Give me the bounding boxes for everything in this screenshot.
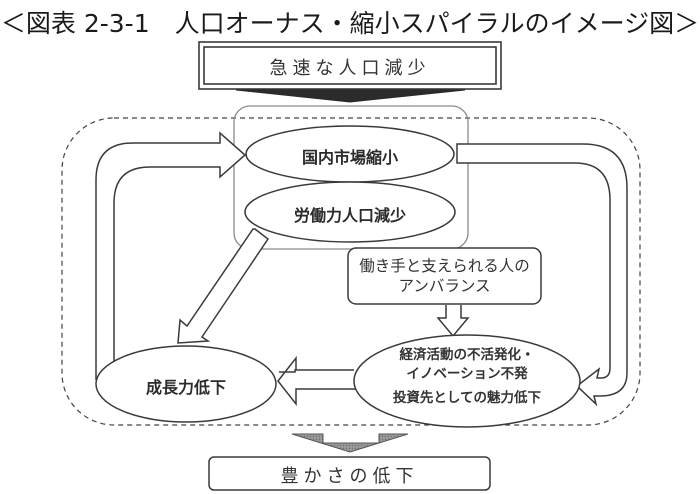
domestic-market-label: 国内市場縮小	[301, 148, 398, 167]
down-arrow-bottom	[291, 433, 409, 453]
economic-label-line3: 投資先としての魅力低下	[392, 390, 542, 406]
spiral-boundary	[61, 117, 641, 426]
rapid-decline-box	[198, 41, 502, 90]
imbalance-box	[347, 247, 542, 305]
down-arrow-top	[235, 89, 466, 103]
rapid-decline-label: 急速な人口減少	[269, 58, 431, 79]
economic-label-line2: イノベーション不発	[406, 366, 528, 382]
economic-stagnation-node	[353, 334, 581, 428]
loop-arrow-right	[456, 143, 628, 407]
diagonal-arrow	[177, 228, 270, 344]
growth-decline-node	[95, 345, 277, 423]
figure-title: ＜図表 2-3-1 人口オーナス・縮小スパイラルのイメージ図＞	[0, 9, 700, 38]
left-arrow	[277, 355, 356, 407]
growth-decline-label: 成長力低下	[145, 378, 226, 397]
imbalance-label-line2: アンバランス	[398, 277, 491, 295]
affluence-decline-box	[208, 456, 491, 491]
labor-force-node	[244, 181, 456, 243]
imbalance-down-arrow	[436, 305, 470, 338]
imbalance-label-line1: 働き手と支えられる人の	[359, 257, 530, 275]
labor-force-label: 労働力人口減少	[293, 206, 406, 225]
economic-label-line1: 経済活動の不活発化・	[399, 347, 535, 363]
loop-arrow-left	[95, 131, 247, 380]
affluence-decline-label: 豊かさの低下	[280, 466, 419, 487]
